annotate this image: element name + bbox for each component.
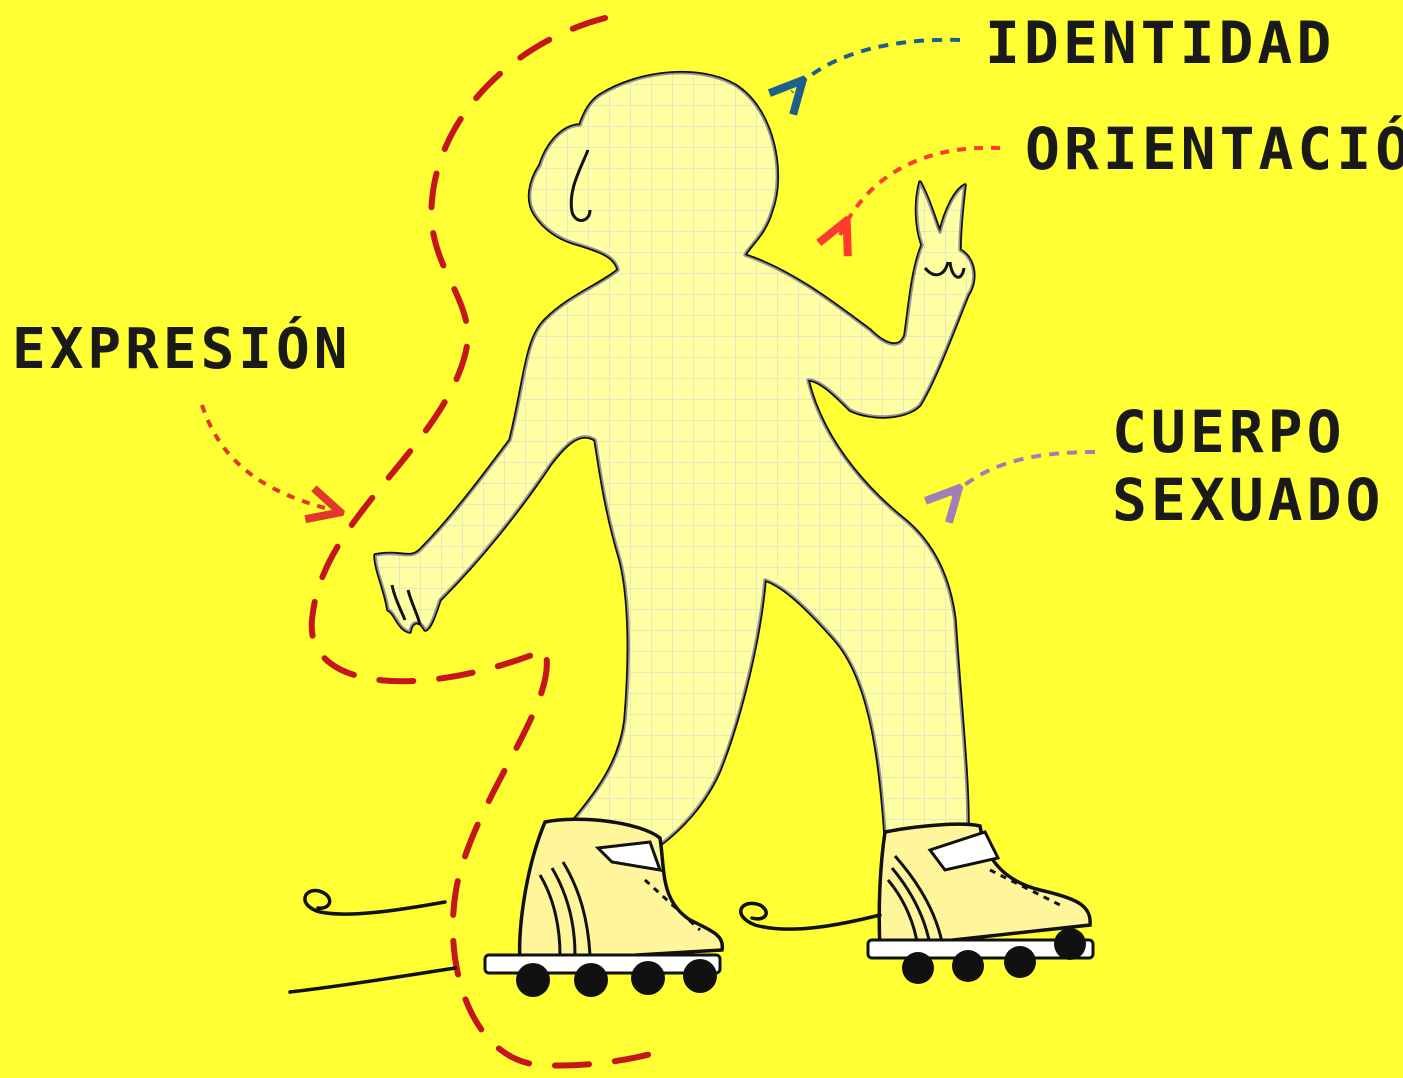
orientacion-arrow — [840, 145, 1001, 235]
face-detail — [569, 149, 592, 222]
label-identidad: IDENTIDAD — [985, 9, 1336, 77]
left-hand-detail — [390, 584, 422, 626]
hand-detail — [923, 261, 966, 279]
label-expresion: EXPRESIÓN — [12, 317, 352, 382]
label-orientacion: ORIENTACIÓN — [1025, 115, 1403, 183]
motion-line-left — [288, 966, 457, 994]
left-rollerblade — [483, 817, 725, 997]
cuerpo-arrow — [948, 450, 1096, 500]
expression-path — [308, 15, 668, 1069]
identidad-arrow — [792, 37, 961, 92]
motion-swirl-left — [303, 888, 447, 916]
expresion-arrow — [200, 404, 325, 508]
label-cuerpo-line1: CUERPO — [1112, 398, 1346, 466]
right-rollerblade — [866, 822, 1095, 984]
label-cuerpo-sexuado: CUERPO SEXUADO — [1112, 398, 1384, 535]
label-cuerpo-line2: SEXUADO — [1112, 466, 1385, 535]
motion-swirl-right — [739, 901, 882, 931]
